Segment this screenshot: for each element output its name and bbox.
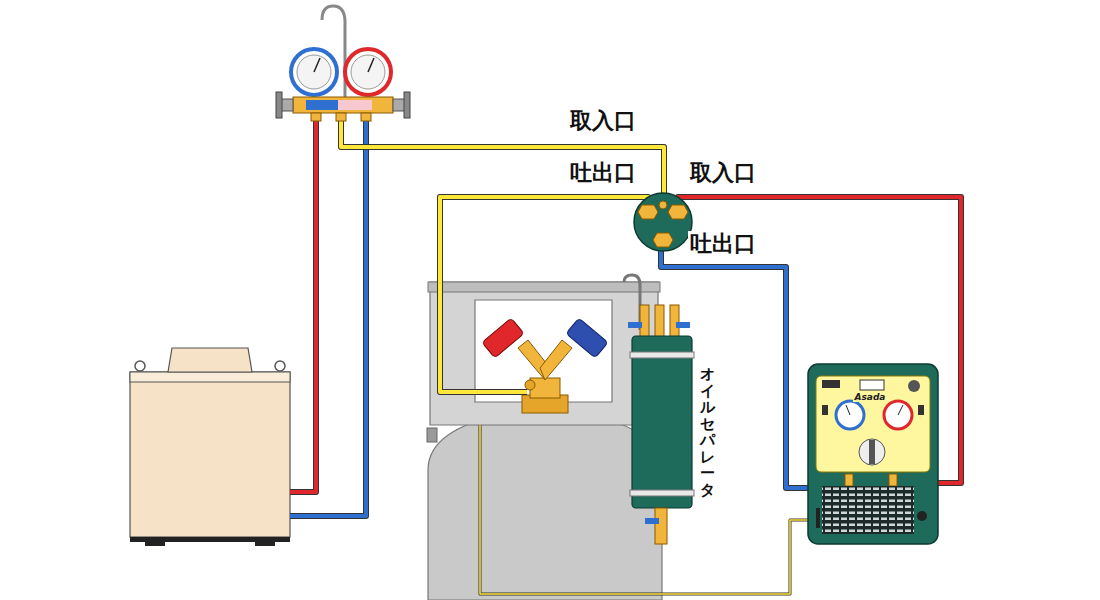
hoses xyxy=(290,118,961,594)
drawing-part xyxy=(361,113,371,121)
drawing-part xyxy=(566,318,608,358)
drawing-part xyxy=(860,380,884,390)
node-text: オイルセパレータ xyxy=(700,366,715,498)
drawing-part xyxy=(816,376,930,472)
drawing-part xyxy=(480,425,812,594)
drawing-part xyxy=(145,542,165,546)
drawing-part xyxy=(845,474,853,486)
drawing-part xyxy=(351,55,385,89)
drawing-part xyxy=(404,92,410,118)
drawing-part xyxy=(130,372,290,537)
drawing-part xyxy=(440,197,648,392)
drawing-part xyxy=(314,58,320,72)
drawing-part xyxy=(306,100,338,110)
drawing-part xyxy=(290,118,316,492)
drawing-part xyxy=(640,305,649,337)
oil-separator xyxy=(624,275,694,544)
drawing-part xyxy=(290,118,316,492)
drawing-part xyxy=(345,49,391,95)
drawing-part xyxy=(859,439,885,465)
port-label: 取入口 xyxy=(568,108,638,133)
drawing-part xyxy=(816,508,820,528)
drawing-part xyxy=(482,318,524,358)
drawing-part xyxy=(632,336,692,508)
drawing-part xyxy=(275,361,285,371)
ac-unit xyxy=(130,348,290,546)
drawing-part xyxy=(480,425,812,594)
drawing-part xyxy=(630,490,694,496)
drawing-part xyxy=(645,518,659,524)
drawing-part xyxy=(430,282,658,425)
drawing-part xyxy=(276,92,282,118)
drawing-part xyxy=(822,486,914,534)
drawing-part xyxy=(281,99,293,111)
drawing-part xyxy=(822,380,840,388)
port-label: 吐出口 xyxy=(568,160,638,185)
drawing-part xyxy=(368,58,374,72)
drawing-part xyxy=(670,305,679,337)
brand-label: Asada xyxy=(853,392,888,402)
drawing-part xyxy=(540,340,572,380)
drawing-part xyxy=(630,352,694,358)
drawing-part xyxy=(525,380,535,390)
drawing-part xyxy=(659,201,667,209)
drawing-part xyxy=(338,100,372,110)
drawing-part xyxy=(290,118,366,516)
drawing-part xyxy=(336,113,346,121)
drawing-part xyxy=(628,322,642,328)
drawing-part xyxy=(655,508,667,544)
drawing-part xyxy=(638,205,658,219)
drawing-part xyxy=(676,322,690,328)
port-label: 取入口 xyxy=(688,160,758,185)
drawing-part xyxy=(846,405,850,415)
drawing-part xyxy=(311,113,321,121)
drawing-part xyxy=(130,372,290,382)
drawing-part xyxy=(428,408,662,600)
drawing-part xyxy=(898,405,903,415)
drawing-part xyxy=(393,99,405,111)
drawing-part xyxy=(653,233,673,247)
drawing-part xyxy=(168,348,252,372)
drawing-part xyxy=(655,305,664,337)
drawing-part xyxy=(908,380,920,392)
drawing-part xyxy=(918,405,924,415)
drawing-part xyxy=(624,275,640,330)
drawing-part xyxy=(836,401,864,429)
manifold-gauge xyxy=(276,6,410,121)
drawing-part xyxy=(428,282,660,292)
valve-block xyxy=(634,193,692,251)
drawing-part xyxy=(884,401,912,429)
separator-label: オイルセパレータ xyxy=(700,366,715,498)
drawing-part xyxy=(678,197,961,483)
drawing-part xyxy=(678,197,961,483)
drawing-part xyxy=(135,361,145,371)
drawing-part xyxy=(808,364,938,544)
drawing-part xyxy=(440,197,648,392)
port-label: 吐出口 xyxy=(688,231,758,256)
drawing-part xyxy=(290,118,366,516)
drawing-part xyxy=(293,97,393,113)
drawing-part xyxy=(917,511,927,521)
drawing-part xyxy=(889,474,897,486)
drawing-part xyxy=(291,49,337,95)
drawing-part xyxy=(297,55,331,89)
node-text: Asada xyxy=(853,392,888,402)
drawing-part xyxy=(668,205,688,219)
drawing-part xyxy=(634,193,692,251)
drawing-part xyxy=(869,440,875,464)
drawing-part xyxy=(255,542,275,546)
drawing-part xyxy=(427,428,437,442)
refrigerant-cylinder xyxy=(427,282,662,600)
recovery-machine xyxy=(808,364,938,544)
drawing-part xyxy=(130,537,290,542)
drawing-part xyxy=(822,405,828,415)
